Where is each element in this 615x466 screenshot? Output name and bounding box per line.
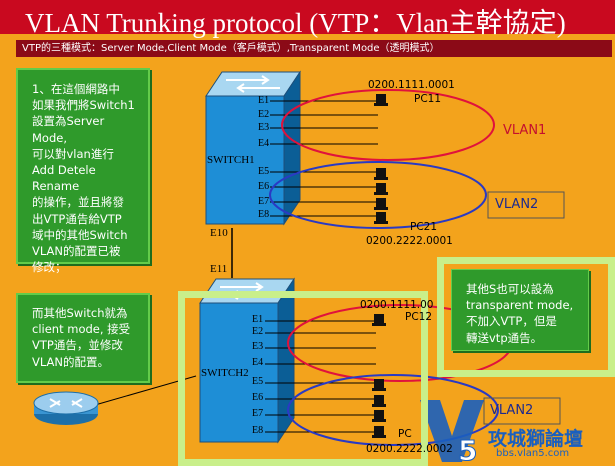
pc-icon — [374, 168, 388, 180]
pc-icon — [374, 94, 388, 106]
switch2-port-e4: E4 — [252, 357, 264, 368]
pc-icon — [372, 410, 386, 422]
switch1-port-e4: E4 — [258, 138, 270, 149]
switch2-device — [199, 277, 295, 444]
vlan1-label: VLAN1 — [503, 123, 547, 138]
note-line: 1、在這個網路中 — [32, 82, 120, 96]
switch2-name: SWITCH2 — [201, 367, 249, 379]
note-line: 轉送vtp通告。 — [466, 330, 543, 345]
mac-address-bottom: 0200.2222.0002 — [366, 443, 453, 455]
note-line: client mode, 接受 — [32, 322, 131, 337]
note-line: VLAN的配置已被 — [32, 244, 121, 259]
vlan2-ellipse-top — [269, 161, 487, 229]
svg-text:5: 5 — [458, 434, 477, 466]
switch1-port-e7: E7 — [258, 196, 270, 207]
pc21-label: PC21 — [410, 221, 438, 233]
switch1-port-e8: E8 — [258, 209, 270, 220]
transparent-highlight-frame — [437, 257, 615, 377]
note-line: 修改； — [32, 260, 67, 275]
subtitle-bar: VTP的三種模式：Server Mode,Client Mode（客戶模式）,T… — [16, 40, 612, 57]
note-line: 出VTP通告給VTP — [32, 211, 122, 226]
note-line: 域中的其他Switch — [32, 227, 128, 242]
mac-address-switch2: 0200.1111.00 — [360, 299, 434, 311]
switch2-port-e5: E5 — [252, 376, 264, 387]
vlan2-label-bottom: VLAN2 — [490, 403, 534, 418]
pc-label-bottom: PC — [398, 428, 412, 440]
pc-icon — [372, 314, 386, 326]
switch2-port-e1: E1 — [252, 314, 264, 325]
title-bar: VLAN Trunking protocol (VTP：Vlan主幹協定) — [0, 0, 615, 38]
transparent-mode-note: 其他S也可以設為 transparent mode, 不加入VTP，但是 轉送v… — [451, 269, 589, 351]
note-line: 其他S也可以設為 — [466, 282, 554, 296]
switch2-port-lines — [265, 320, 376, 433]
router-icon — [33, 391, 99, 425]
switch1-port-e5: E5 — [258, 166, 270, 177]
switch1-uplink: E10 — [210, 227, 228, 239]
switch2-uplink: E11 — [210, 263, 228, 275]
note-line: 而其他Switch就為 — [32, 306, 128, 320]
note-line: transparent mode, — [466, 298, 574, 313]
mac-address-top: 0200.1111.0001 — [368, 79, 455, 91]
server-mode-note: 1、在這個網路中 如果我們將Switch1 設置為Server Mode, 可以… — [16, 68, 150, 274]
note-line: VTP通告，並修改 — [32, 338, 123, 353]
watermark-url: bbs.vlan5.com — [496, 448, 570, 459]
switch2-port-e2: E2 — [252, 326, 264, 337]
watermark-brand: 攻城獅論壇 — [488, 428, 584, 450]
vlan2-ellipse-bottom — [287, 374, 499, 446]
slide-title: VLAN Trunking protocol (VTP：Vlan主幹協定) — [25, 8, 566, 38]
pc-icon — [374, 183, 388, 195]
switch1-device — [205, 70, 301, 226]
note-line: VLAN的配置。 — [32, 354, 110, 369]
switch1-port-e1: E1 — [258, 95, 270, 106]
note-line: 可以對vlan進行 — [32, 146, 114, 161]
pc-icon — [374, 198, 388, 210]
pc-icon — [374, 212, 388, 224]
switch2-port-e7: E7 — [252, 408, 264, 419]
vlan2-label-box-top — [487, 191, 565, 219]
pc11-label: PC11 — [414, 93, 442, 105]
switch1-port-lines — [270, 100, 378, 217]
switch1-port-e6: E6 — [258, 181, 270, 192]
note-line: 不加入VTP，但是 — [466, 314, 557, 329]
switch1-port-e3: E3 — [258, 122, 270, 133]
pc-icons — [372, 94, 388, 438]
note-line: 如果我們將Switch1 — [32, 98, 135, 113]
switch1-port-e2: E2 — [258, 109, 270, 120]
pc-icon — [372, 395, 386, 407]
watermark-logo-icon: 5 — [420, 400, 484, 466]
pc-icon — [372, 426, 386, 438]
note-line: 設置為Server Mode, — [32, 114, 105, 145]
note-line: Add Detele Rename — [32, 163, 96, 194]
pc12-label: PC12 — [405, 311, 433, 323]
switch2-port-e3: E3 — [252, 341, 264, 352]
switch2-highlight-frame — [178, 291, 428, 466]
client-mode-note: 而其他Switch就為 client mode, 接受 VTP通告，並修改 VL… — [16, 293, 150, 383]
switch2-port-e6: E6 — [252, 392, 264, 403]
vlan1-ellipse-top — [281, 89, 495, 161]
mac-address-mid: 0200.2222.0001 — [366, 235, 453, 247]
vlan2-label-box-bottom — [483, 397, 561, 425]
switch1-name: SWITCH1 — [207, 154, 255, 166]
vlan2-label-top: VLAN2 — [495, 197, 539, 212]
note-line: 的操作，並且將發 — [32, 195, 124, 210]
pc-icon — [372, 379, 386, 391]
switch2-port-e8: E8 — [252, 425, 264, 436]
